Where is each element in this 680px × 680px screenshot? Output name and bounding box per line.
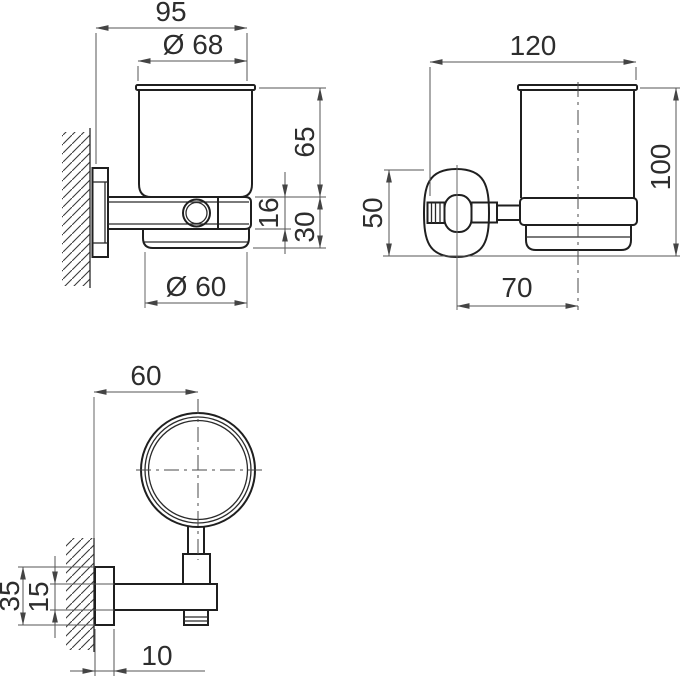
glass-cup-side bbox=[135, 84, 256, 198]
front-center-offset-dimension: 70 bbox=[501, 272, 532, 303]
top-plate-depth-dimension: 10 bbox=[141, 640, 172, 671]
side-holder-height-dimension: 16 bbox=[253, 197, 284, 228]
side-cup-height-dimension: 65 bbox=[289, 126, 320, 157]
screw-circle-outer bbox=[182, 198, 211, 228]
wall-plate-side bbox=[91, 167, 109, 258]
screw-circle-inner bbox=[185, 201, 208, 225]
front-width-dimension: 120 bbox=[510, 30, 557, 61]
holder-arm-top bbox=[113, 583, 218, 611]
side-width-dimension: 95 bbox=[155, 0, 186, 27]
wall-hatch-side bbox=[62, 132, 90, 286]
holder-arm-side bbox=[107, 196, 252, 230]
ring-neck-top bbox=[182, 526, 211, 585]
front-height-dimension: 100 bbox=[645, 144, 676, 191]
front-view: 120 100 50 70 bbox=[357, 30, 680, 310]
top-plate-width-dimension: 35 bbox=[0, 580, 25, 611]
side-base-diameter-dimension: Ø 60 bbox=[166, 271, 227, 302]
wall-hatch-top bbox=[66, 538, 94, 650]
holder-arm-front bbox=[470, 201, 521, 224]
mounting-boss-front bbox=[443, 194, 473, 233]
glass-base-side bbox=[142, 229, 250, 249]
front-plate-height-dimension: 50 bbox=[357, 197, 388, 228]
top-arm-width-dimension: 15 bbox=[23, 581, 54, 612]
top-view: 60 35 15 10 bbox=[0, 360, 262, 676]
top-wall-to-center-dimension: 60 bbox=[130, 360, 161, 391]
cup-rim-side bbox=[135, 84, 256, 91]
side-cup-diameter-dimension: Ø 68 bbox=[163, 29, 224, 60]
wall-plate-front bbox=[422, 167, 491, 259]
side-base-height-dimension: 30 bbox=[289, 211, 320, 242]
mount-collar-front bbox=[426, 201, 446, 224]
wall-plate-top bbox=[94, 566, 115, 626]
side-view: 95 Ø 68 65 16 30 Ø 60 bbox=[62, 0, 326, 308]
screw-tab-top bbox=[183, 609, 209, 626]
